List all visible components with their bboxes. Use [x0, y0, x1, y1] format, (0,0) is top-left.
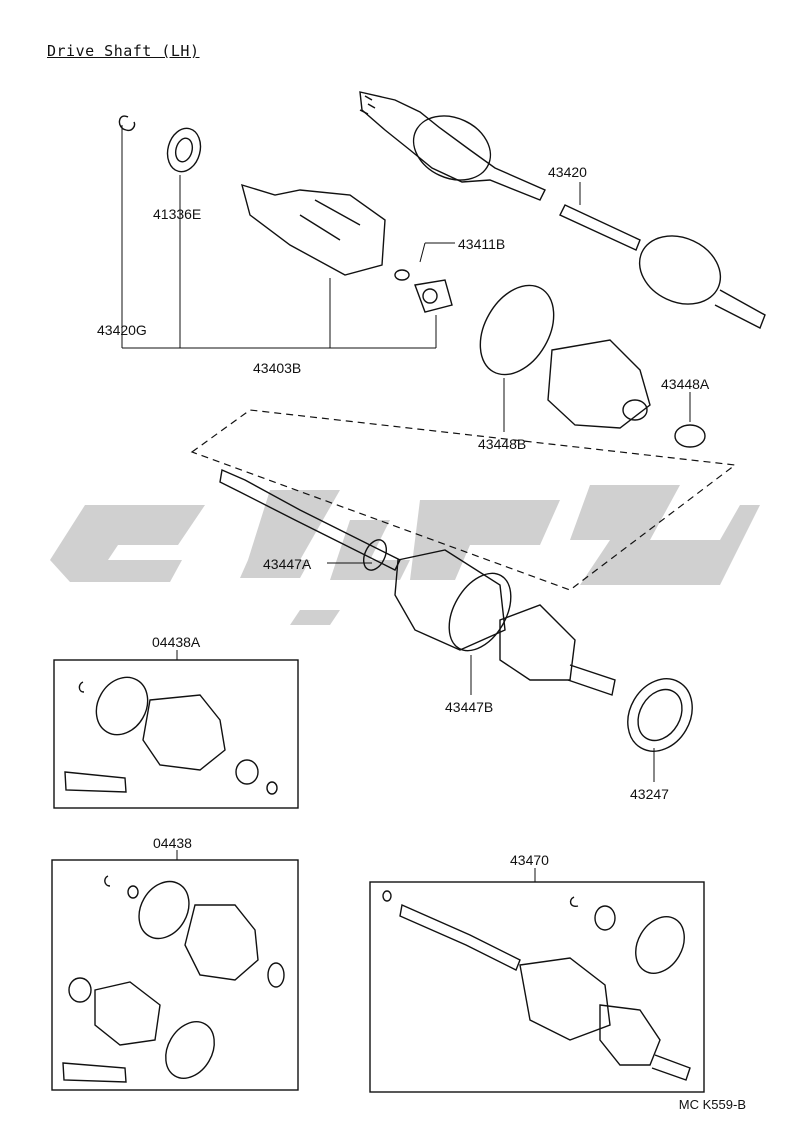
kit-box-04438: [51, 859, 299, 1091]
part-label-43403B: 43403B: [253, 360, 302, 376]
boot-clamp-43448A-icon: [674, 424, 706, 448]
inboard-joint-43403B: [240, 183, 386, 276]
leader-lines-middle: [176, 562, 655, 882]
diagram-code: MC K559-B: [678, 1097, 746, 1112]
tripod-joint-icon: [414, 279, 453, 313]
boot-parts-middle: [479, 284, 706, 448]
part-label-43447B: 43447B: [445, 699, 494, 715]
part-label-43420G: 43420G: [97, 322, 147, 338]
drive-shaft-outer-half: [359, 91, 546, 201]
main-shaft-assembly: [219, 469, 616, 696]
part-label-43448B: 43448B: [478, 436, 527, 452]
seal-ring-41336E-icon: [166, 127, 202, 173]
watermark-logo: [50, 485, 760, 625]
seal-43247-icon: [627, 678, 693, 752]
dashed-enclosure: [190, 409, 737, 591]
kit-box-43470: [369, 881, 705, 1093]
boot-clamp-43448B-icon: [479, 284, 555, 376]
leader-lines-top: [121, 125, 691, 432]
part-label-43420: 43420: [548, 164, 587, 180]
boot-icon: [547, 339, 651, 429]
kit-box-04438A: [53, 659, 299, 809]
part-label-43247: 43247: [630, 786, 669, 802]
drive-shaft-43420: [559, 204, 766, 329]
snap-ring-43411B-icon: [394, 269, 410, 281]
part-label-43448A: 43448A: [661, 376, 710, 392]
snap-ring-icon: [118, 115, 136, 132]
part-label-04438A: 04438A: [152, 634, 201, 650]
part-label-43447A: 43447A: [263, 556, 312, 572]
part-label-41336E: 41336E: [153, 206, 202, 222]
diagram-title: Drive Shaft (LH): [47, 42, 200, 60]
small-parts-top: [118, 115, 453, 313]
part-label-43470: 43470: [510, 852, 549, 868]
part-label-43411B: 43411B: [458, 236, 506, 252]
part-label-04438: 04438: [153, 835, 192, 851]
